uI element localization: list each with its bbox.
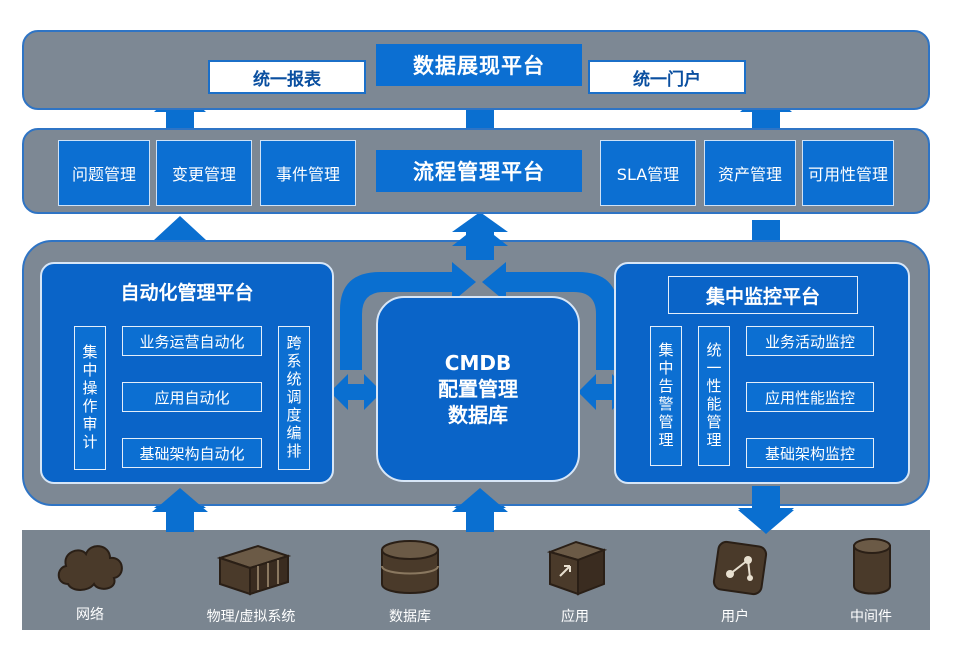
asset-management-item[interactable]: 资产管理 — [704, 140, 796, 206]
server-rack-icon — [214, 536, 292, 596]
cloud-icon — [54, 538, 128, 594]
orchestration-vertical-label: 跨系统调度编排 — [284, 335, 303, 461]
physical-virtual-system-label: 物理/虚拟系统 — [206, 609, 296, 625]
problem-management-item[interactable]: 问题管理 — [58, 140, 150, 206]
infrastructure-automation-item[interactable]: 基础架构自动化 — [122, 438, 262, 468]
application-box-icon — [546, 538, 608, 598]
arrow-down-user — [738, 486, 794, 534]
cmdb-top-double-arrow — [452, 224, 508, 260]
curve-arrow-right-core — [482, 262, 618, 370]
user-label: 用户 — [721, 609, 749, 625]
process-management-title: 流程管理平台 — [376, 150, 582, 192]
cmdb-line3: 数据库 — [448, 403, 508, 427]
cmdb-box[interactable]: CMDB 配置管理 数据库 — [376, 296, 580, 482]
data-presentation-title: 数据展现平台 — [376, 44, 582, 86]
change-management-item[interactable]: 变更管理 — [156, 140, 252, 206]
cmdb-line2: 配置管理 — [438, 377, 518, 401]
performance-management-box[interactable]: 统一性能管理 — [698, 326, 730, 466]
business-ops-automation-item[interactable]: 业务运营自动化 — [122, 326, 262, 356]
business-activity-monitor-item[interactable]: 业务活动监控 — [746, 326, 874, 356]
application-label: 应用 — [561, 609, 589, 625]
cylinder-icon — [850, 536, 894, 598]
user-network-icon — [710, 538, 770, 598]
monitoring-title: 集中监控平台 — [668, 276, 858, 314]
network-label: 网络 — [76, 607, 104, 623]
cross-system-orchestration-box[interactable]: 跨系统调度编排 — [278, 326, 310, 470]
availability-management-item[interactable]: 可用性管理 — [802, 140, 894, 206]
resource-layer — [22, 530, 930, 630]
alert-vertical-label: 集中告警管理 — [656, 342, 675, 450]
automation-title: 自动化管理平台 — [120, 281, 254, 304]
double-arrow-left-core — [330, 374, 382, 410]
performance-vertical-label: 统一性能管理 — [704, 342, 723, 450]
application-automation-item[interactable]: 应用自动化 — [122, 382, 262, 412]
database-icon — [378, 538, 442, 596]
unified-report-box[interactable]: 统一报表 — [208, 60, 366, 94]
unified-portal-box[interactable]: 统一门户 — [588, 60, 746, 94]
infrastructure-monitor-item[interactable]: 基础架构监控 — [746, 438, 874, 468]
arrow-up-network — [152, 488, 208, 532]
middleware-label: 中间件 — [850, 609, 892, 625]
sla-management-item[interactable]: SLA管理 — [600, 140, 696, 206]
incident-management-item[interactable]: 事件管理 — [260, 140, 356, 206]
alert-management-box[interactable]: 集中告警管理 — [650, 326, 682, 466]
audit-vertical-box[interactable]: 集中操作审计 — [74, 326, 106, 470]
arrow-up-database — [452, 488, 508, 532]
database-label: 数据库 — [389, 609, 431, 625]
audit-vertical-label: 集中操作审计 — [80, 344, 99, 452]
curve-arrow-left-core — [340, 262, 476, 370]
app-performance-monitor-item[interactable]: 应用性能监控 — [746, 382, 874, 412]
cmdb-line1: CMDB — [444, 351, 512, 375]
